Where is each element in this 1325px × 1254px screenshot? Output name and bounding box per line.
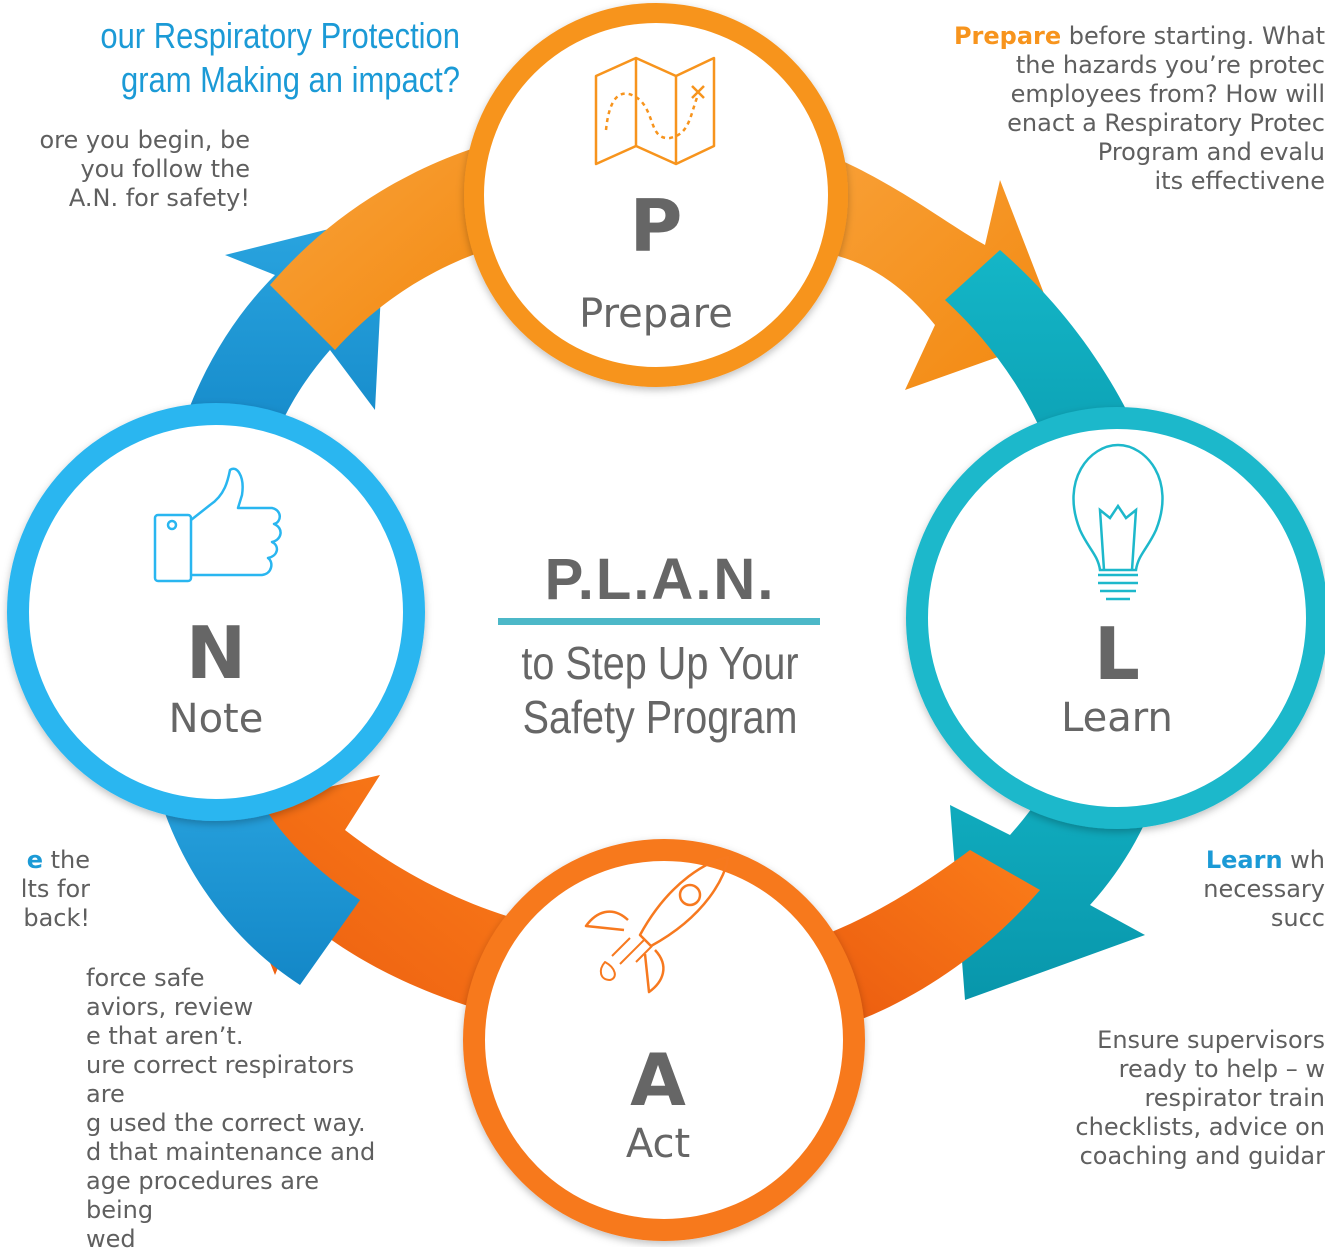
prepare-desc-line: the hazards you’re protec — [1015, 51, 1325, 79]
note-keyword: e — [26, 846, 43, 874]
learn-extra-line: respirator train — [1144, 1084, 1325, 1112]
center-divider — [498, 618, 820, 625]
note-extra-line: ure correct respirators are — [86, 1051, 355, 1108]
lightbulb-icon — [1072, 443, 1164, 601]
learn-keyword: Learn — [1205, 846, 1283, 874]
act-word: Act — [625, 1121, 691, 1167]
act-letter: A — [630, 1038, 686, 1122]
circle-act — [463, 839, 865, 1241]
note-extra-line: force safe — [86, 964, 205, 992]
circle-prepare — [464, 3, 848, 387]
note-description: e the lts for back! — [0, 846, 90, 933]
note-extra-line: age procedures are being — [86, 1167, 320, 1224]
map-icon — [594, 56, 716, 166]
center-title: P.L.A.N. — [544, 547, 776, 612]
arrow-prepare-top-left — [270, 140, 520, 350]
learn-extra-line: Ensure supervisors — [1097, 1026, 1325, 1054]
prepare-desc-line: before starting. What — [1061, 22, 1325, 50]
learn-word: Learn — [1061, 695, 1173, 741]
prepare-desc-line: employees from? How will — [1010, 80, 1325, 108]
note-extra-line: wed — [86, 1225, 136, 1253]
arrow-act-to-note — [810, 850, 1040, 1030]
prepare-letter: P — [629, 184, 683, 268]
rocket-icon — [584, 855, 730, 994]
learn-desc-line: wh — [1282, 846, 1325, 874]
intro-line: ore you begin, be — [39, 126, 250, 154]
note-letter: N — [185, 611, 247, 695]
heading: our Respiratory Protection gram Making a… — [47, 14, 460, 102]
learn-extra-line: checklists, advice on — [1075, 1113, 1325, 1141]
prepare-word: Prepare — [579, 291, 733, 337]
prepare-description: Prepare before starting. What the hazard… — [845, 22, 1325, 196]
learn-extra-description: Ensure supervisors ready to help – w res… — [965, 1026, 1325, 1171]
learn-description: Learn wh necessary succ — [1065, 846, 1325, 933]
circle-note — [7, 403, 425, 821]
prepare-desc-line: Program and evalu — [1097, 138, 1325, 166]
note-desc-line: back! — [23, 904, 90, 932]
thumbs-up-icon — [153, 467, 282, 583]
arrow-act-to-note-left — [210, 775, 520, 1020]
center-subtitle-line: Safety Program — [522, 691, 798, 743]
heading-line-2: gram Making an impact? — [121, 59, 460, 100]
note-desc-line: the — [42, 846, 90, 874]
note-extra-description: force safe aviors, review e that aren’t.… — [0, 964, 390, 1254]
intro-line: you follow the — [80, 155, 250, 183]
center-subtitle-line: to Step Up Your — [521, 637, 799, 689]
note-word: Note — [168, 696, 264, 742]
note-desc-line: lts for — [20, 875, 90, 903]
prepare-keyword: Prepare — [953, 22, 1062, 50]
note-extra-line: g used the correct way. — [86, 1109, 366, 1137]
learn-extra-line: coaching and guidar — [1079, 1142, 1325, 1170]
learn-extra-line: ready to help – w — [1118, 1055, 1325, 1083]
learn-letter: L — [1094, 612, 1140, 696]
learn-desc-line: necessary — [1203, 875, 1325, 903]
circle-learn — [906, 407, 1325, 829]
note-extra-line: aviors, review — [86, 993, 254, 1021]
note-extra-line: e that aren’t. — [86, 1022, 244, 1050]
prepare-desc-line: its effectivene — [1154, 167, 1325, 195]
intro-line: A.N. for safety! — [68, 184, 250, 212]
note-extra-line: d that maintenance and — [86, 1138, 376, 1166]
prepare-desc-line: enact a Respiratory Protec — [1007, 109, 1325, 137]
learn-desc-line: succ — [1270, 904, 1325, 932]
center-subtitle: to Step Up Your Safety Program — [497, 636, 824, 744]
heading-line-1: our Respiratory Protection — [100, 15, 460, 56]
intro-text: ore you begin, be you follow the A.N. fo… — [0, 126, 250, 213]
